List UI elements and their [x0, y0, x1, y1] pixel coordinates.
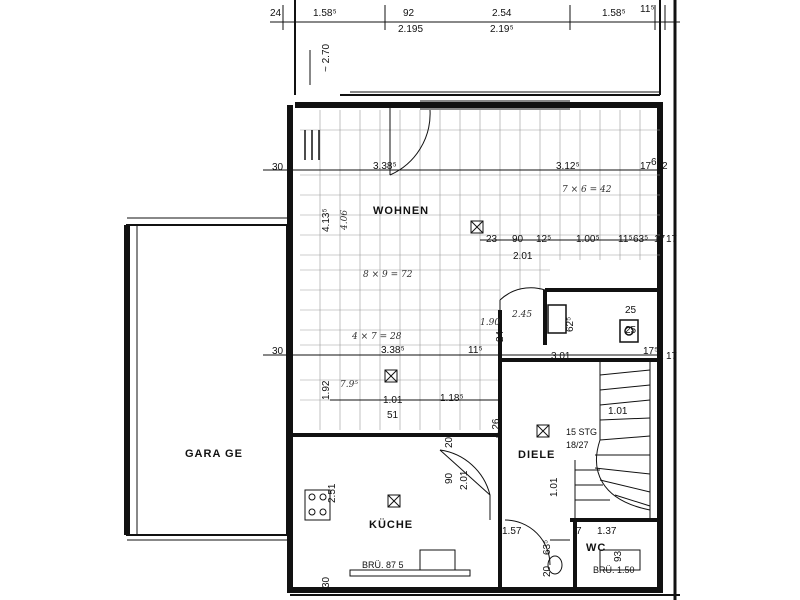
- dim-height-top: ~ 2.70: [321, 43, 332, 72]
- dim-lower-301: 3.01: [551, 351, 571, 362]
- dim-top-2195: 2.195: [398, 24, 424, 35]
- handwritten-note-2: 7 × 6 = 42: [562, 185, 612, 195]
- dim-mid-115: 11⁵: [618, 234, 633, 245]
- dim-top-254: 2.54: [492, 8, 512, 19]
- dim-fireplace-625: 62⁵: [565, 316, 576, 332]
- dim-kueche-90: 90: [444, 472, 455, 484]
- staircase: [574, 360, 651, 520]
- dim-mid-17b: 17: [666, 234, 678, 245]
- handwritten-note-4: 4 × 7 = 28: [352, 332, 402, 342]
- dim-wc-635: 63⁵: [542, 539, 553, 555]
- dim-lower-175: 17⁵: [643, 346, 659, 357]
- dim-wohnen-17: 17: [640, 161, 652, 172]
- dim-top-158b: 1.58⁵: [602, 8, 626, 19]
- dim-kueche-30: 30: [321, 576, 332, 588]
- stairs-steps: 15 STG: [566, 427, 598, 437]
- dim-diele-height: 4.26: [491, 418, 502, 438]
- dim-lower-2: 2: [658, 351, 664, 362]
- dim-mid-125: 12⁵: [536, 234, 552, 245]
- wc-door: [504, 519, 570, 566]
- dim-top-158: 1.58⁵: [313, 8, 337, 19]
- stairs-ratio: 18/27: [566, 440, 589, 450]
- top-dimension-line: [270, 5, 680, 30]
- dim-dining-101: 1.01: [383, 395, 403, 406]
- dim-mid-17a: 17: [654, 234, 666, 245]
- dim-lower-30: 30: [272, 346, 284, 357]
- room-label-garage: GARA GE: [185, 448, 243, 460]
- wc-counter: BRÜ. 1.50: [593, 565, 635, 575]
- dim-diele-note: 1.01: [549, 477, 560, 497]
- dim-mid-total: 2.01: [513, 251, 533, 262]
- wc-fixtures: [547, 549, 641, 575]
- dim-stair-width: 1.01: [608, 406, 628, 417]
- exterior-walls: [287, 0, 680, 600]
- side-dimension-lines: [263, 169, 660, 401]
- dim-mid-90: 90: [512, 234, 524, 245]
- dim-lower-115: 11⁵: [468, 345, 483, 356]
- inner-walls: [290, 288, 660, 590]
- dim-top-115: 11⁵: [640, 4, 655, 15]
- dim-kueche-201: 2.01: [459, 470, 470, 490]
- dim-wc-137: 1.37: [597, 526, 617, 537]
- dim-wohnen-2: 2: [662, 161, 668, 172]
- terrace-outline: [294, 0, 661, 96]
- room-label-kueche: KÜCHE: [369, 519, 414, 531]
- dim-wc-20: 20: [542, 565, 553, 577]
- dim-top-24: 24: [270, 8, 282, 19]
- radiator-left: [304, 130, 320, 160]
- dim-wohnen-height: 4.13⁵: [321, 208, 332, 232]
- dim-top-2195b: 2.19⁵: [490, 24, 514, 35]
- room-label-wc: WC: [586, 542, 607, 554]
- dim-wc-93: 93: [613, 550, 624, 562]
- dim-mid-1005: 1.00⁵: [576, 234, 600, 245]
- kueche-door: [439, 449, 491, 520]
- dim-fireplace-25a: 25: [625, 305, 637, 316]
- handwritten-note-6: 2.45: [512, 310, 533, 320]
- diele-door: [499, 287, 546, 340]
- wohnen-door: [389, 108, 431, 176]
- dim-dining-height: 1.92: [321, 380, 332, 400]
- dim-lower-24: 24: [495, 330, 506, 342]
- dim-mid-23: 23: [486, 234, 498, 245]
- dim-dining-1185: 1.18⁵: [440, 393, 464, 404]
- room-label-wohnen: WOHNEN: [373, 205, 430, 217]
- dim-kueche-20: 20: [444, 436, 455, 448]
- dim-fireplace-25b: 25: [625, 325, 637, 336]
- fireplace: [547, 304, 639, 343]
- dim-mid-635: 63⁵: [633, 234, 649, 245]
- handwritten-note-3: 8 × 9 = 72: [363, 270, 413, 280]
- dim-wc-7: 7: [576, 526, 582, 537]
- wohnen-window: [420, 100, 570, 110]
- dim-wc-157: 1.57: [502, 526, 522, 537]
- dim-dining-51: 51: [387, 410, 399, 421]
- dim-lower-17: 17: [666, 351, 678, 362]
- dim-wohnen-3125: 3.12⁵: [556, 161, 580, 172]
- handwritten-note-5: 7.9⁵: [340, 380, 358, 390]
- light-fixtures: [384, 220, 550, 508]
- dim-wohnen-3385: 3.38⁵: [373, 161, 397, 172]
- dim-top-92: 92: [403, 8, 415, 19]
- kueche-counter: BRÜ. 87 5: [362, 560, 404, 570]
- kitchen-appliances: [304, 489, 471, 577]
- dim-wohnen-65: 6⁵: [651, 157, 661, 168]
- room-label-diele: DIELE: [518, 449, 556, 461]
- dim-kueche-251: 2.51: [327, 483, 338, 503]
- dim-wohnen-30: 30: [272, 162, 284, 173]
- handwritten-note-1: 4.06: [340, 209, 350, 230]
- dim-lower-3385: 3.38⁵: [381, 345, 405, 356]
- handwritten-note-7: 1.90: [480, 318, 501, 328]
- garage: [124, 217, 290, 541]
